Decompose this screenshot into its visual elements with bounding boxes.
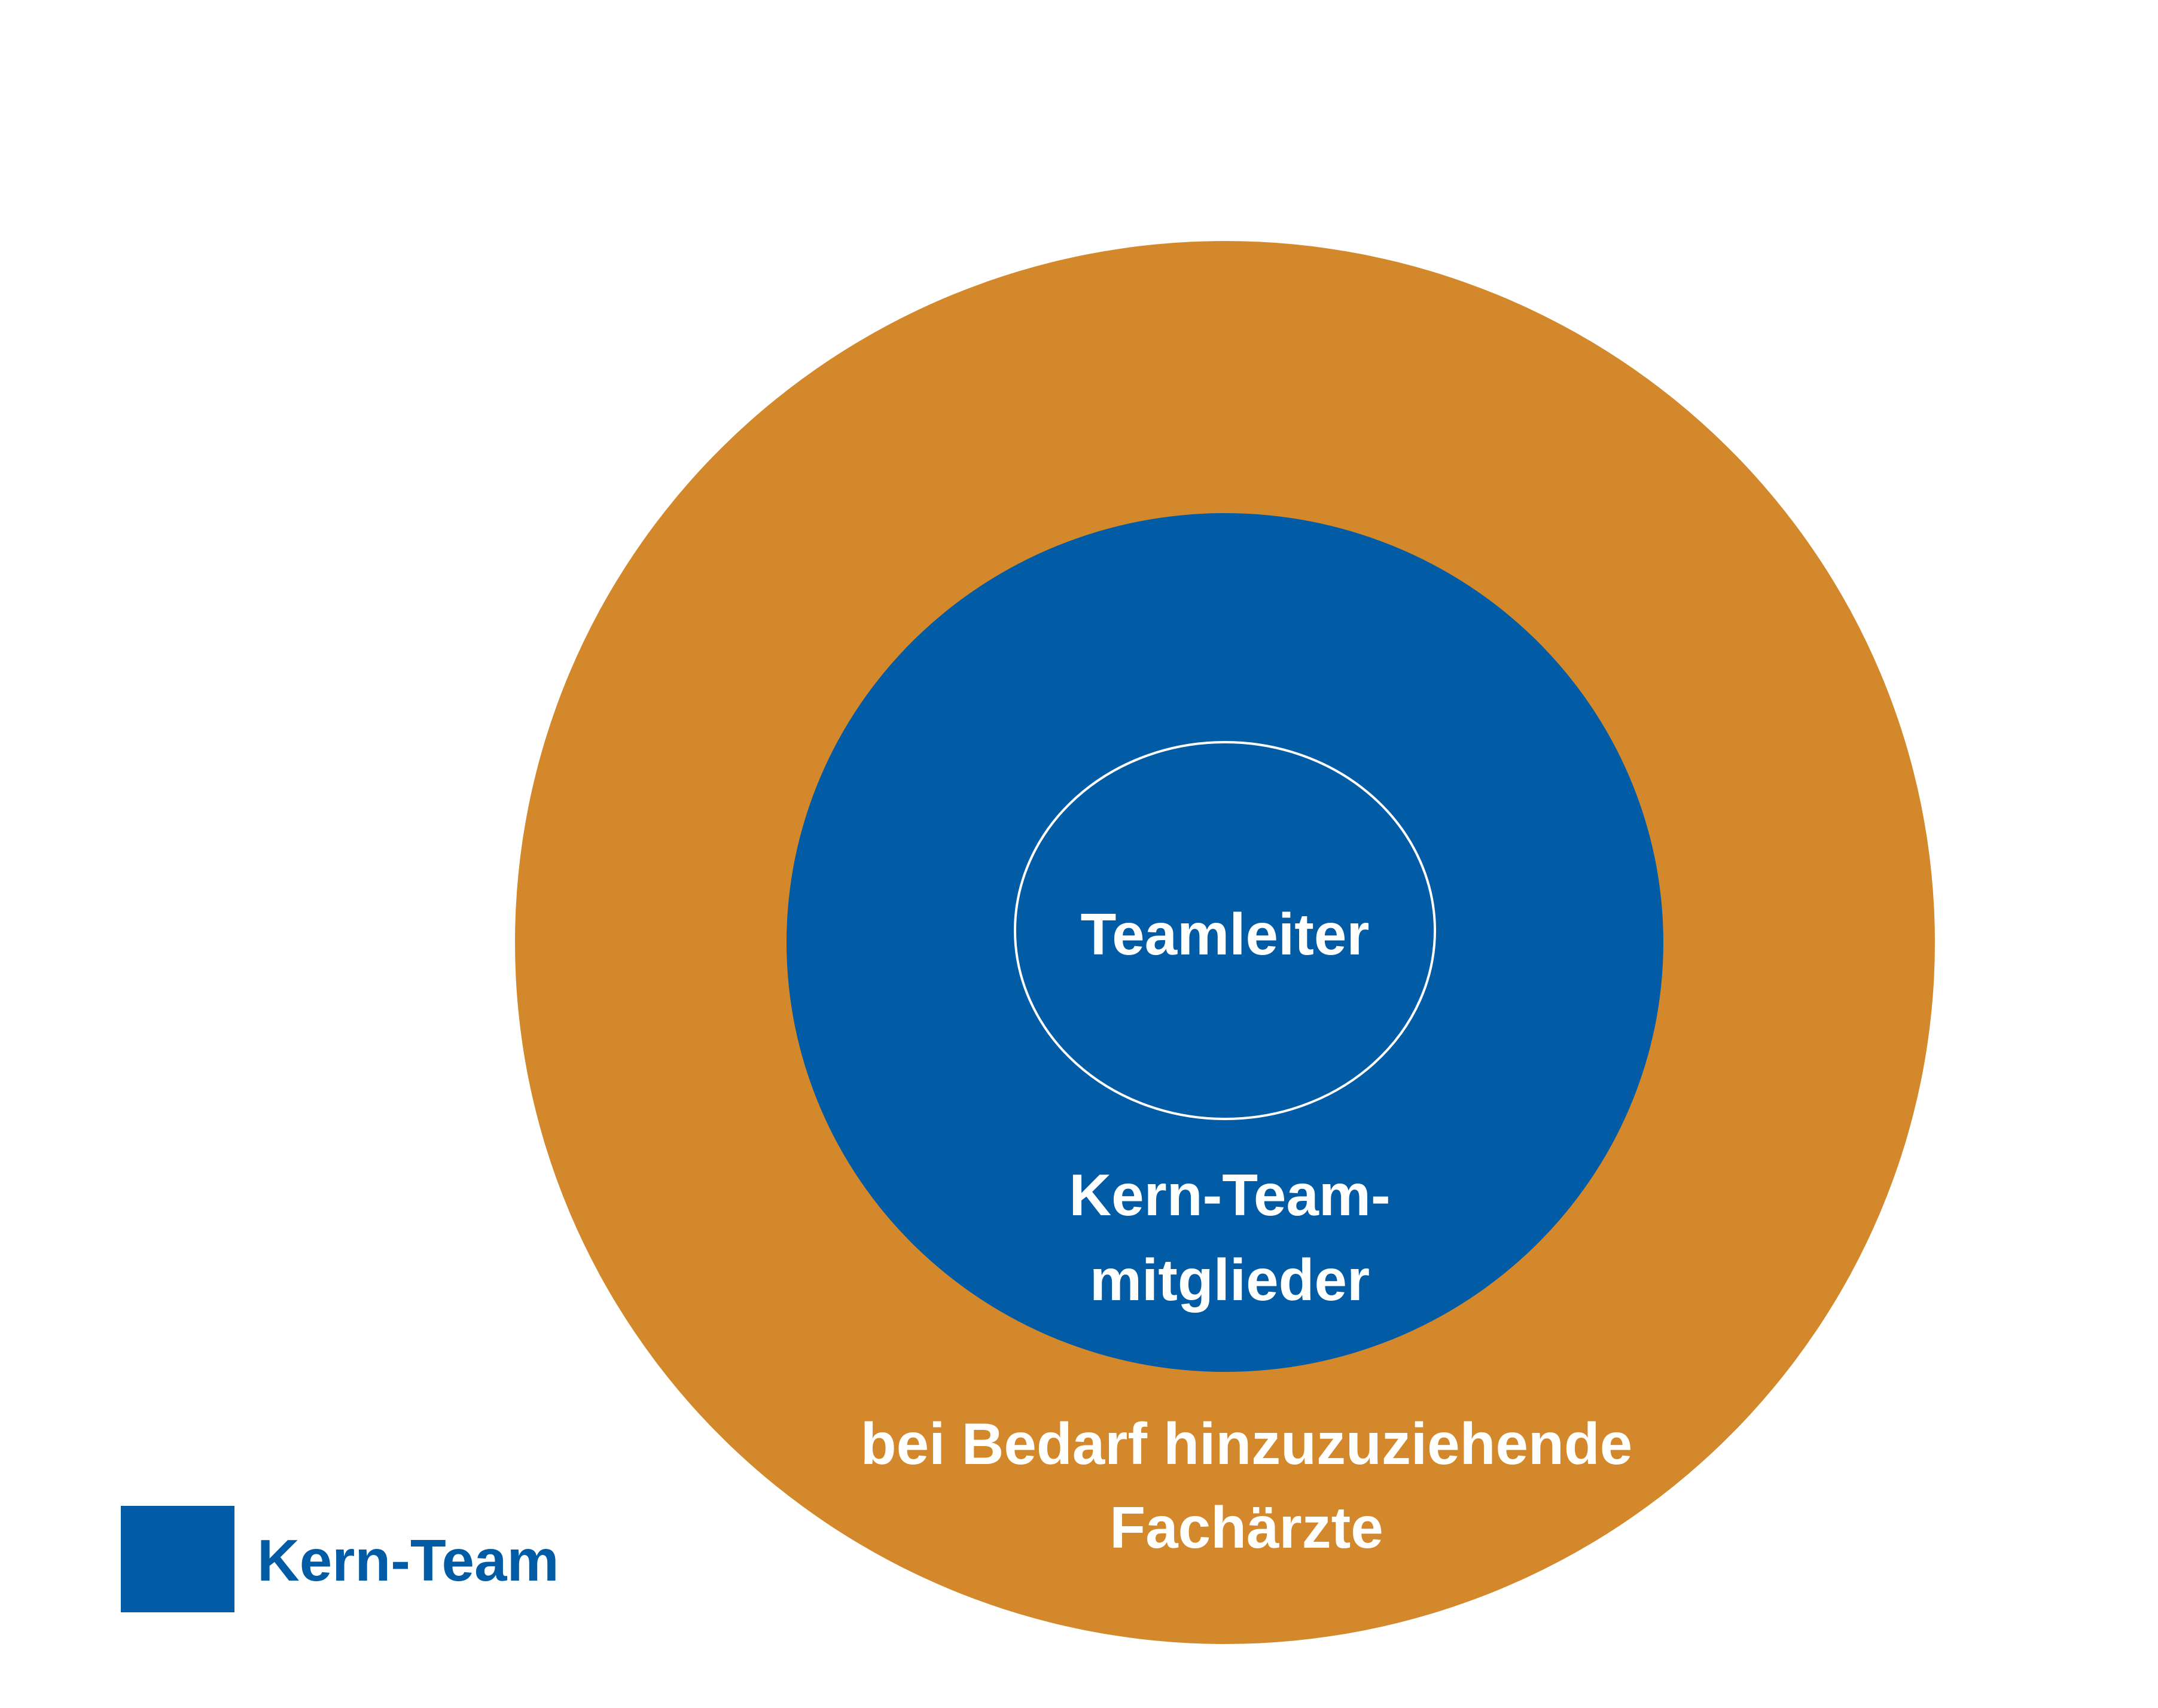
- legend-swatch: [121, 1506, 234, 1612]
- legend-label: Kern-Team: [257, 1527, 559, 1593]
- inner-ring-team-leader: [1014, 741, 1436, 1120]
- outer-ring-label-line2: Fachärzte: [1110, 1494, 1383, 1560]
- outer-ring-label-line1: bei Bedarf hinzuzuziehende: [861, 1411, 1632, 1477]
- middle-ring-label-line2: mitglieder: [1090, 1247, 1370, 1313]
- middle-ring-core-team: [787, 513, 1663, 1372]
- middle-ring-label-line1: Kern-Team-: [1069, 1162, 1390, 1228]
- inner-ring-label: Teamleiter: [1081, 901, 1370, 967]
